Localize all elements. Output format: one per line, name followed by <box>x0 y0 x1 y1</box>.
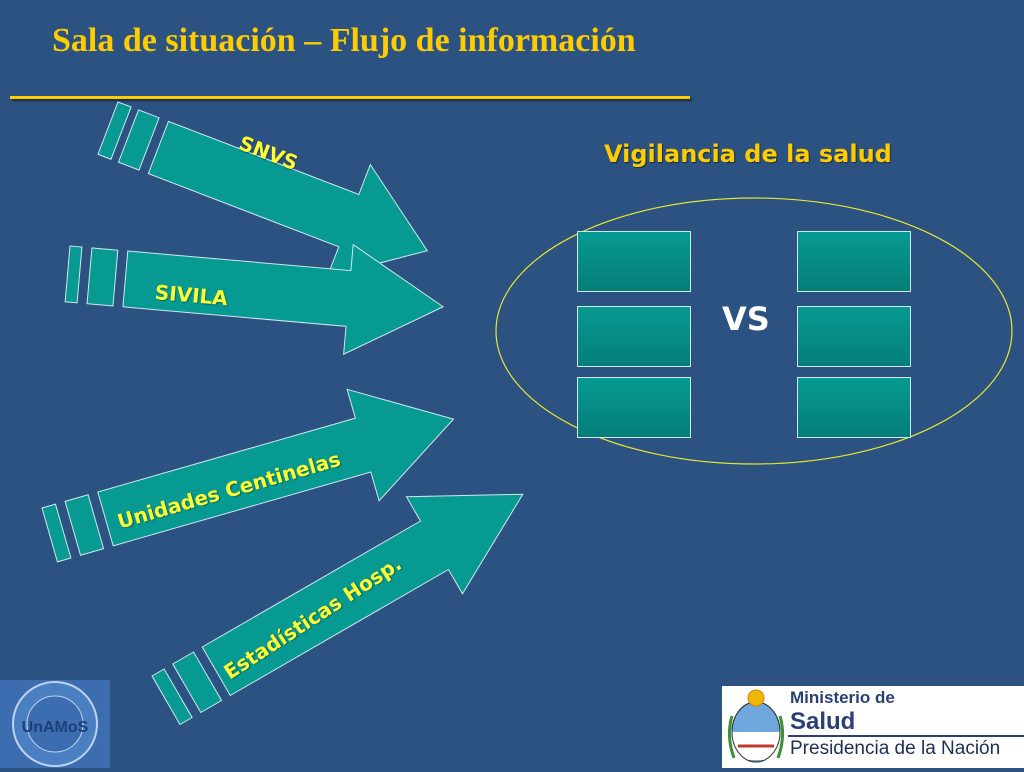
arrow-estadisticas-body <box>201 493 524 697</box>
arrow-unidades-body <box>97 388 455 547</box>
arrow-sivila-stripe-2 <box>86 247 119 307</box>
arrow-estadisticas-stripe-1 <box>151 668 193 726</box>
title-underline <box>10 96 690 99</box>
unamos-seal-icon: UnAMoS <box>12 681 98 767</box>
ministerio-salud-logo: Ministerio de Salud Presidencia de la Na… <box>722 686 1024 768</box>
ministerio-line2: Salud <box>790 708 856 735</box>
arrow-sivila-body <box>122 243 445 356</box>
unamos-acronym: UnAMoS <box>22 719 89 736</box>
right-box-bottom <box>797 377 911 438</box>
arrow-sivila-stripe-1 <box>64 245 83 304</box>
left-box-middle <box>577 306 691 367</box>
arrow-unidades-centinelas <box>41 388 455 563</box>
arrow-unidades-stripe-2 <box>64 494 105 556</box>
right-box-top <box>797 231 911 292</box>
surveillance-ellipse <box>495 197 1013 465</box>
arrow-estadisticas-stripe-2 <box>172 651 223 714</box>
arrow-sivila <box>64 243 445 356</box>
ministerio-line3: Presidencia de la Nación <box>790 738 1001 759</box>
vs-label: VS <box>722 300 770 338</box>
arrow-snvs-stripe-1 <box>97 101 132 160</box>
unamos-logo: UnAMoS <box>0 680 110 768</box>
vigilancia-heading: Vigilancia de la salud <box>604 140 892 168</box>
arrow-estadisticas-hosp <box>151 493 524 726</box>
ministerio-line1: Ministerio de <box>790 688 895 707</box>
ministerio-divider <box>788 735 1024 737</box>
arrow-snvs-stripe-2 <box>117 109 160 171</box>
arrow-snvs <box>97 101 429 278</box>
slide-title: Sala de situación – Flujo de información <box>52 22 636 59</box>
argentina-coat-of-arms-icon <box>727 689 785 763</box>
left-box-top <box>577 231 691 292</box>
left-box-bottom <box>577 377 691 438</box>
arrow-unidades-stripe-1 <box>41 503 72 563</box>
right-box-middle <box>797 306 911 367</box>
